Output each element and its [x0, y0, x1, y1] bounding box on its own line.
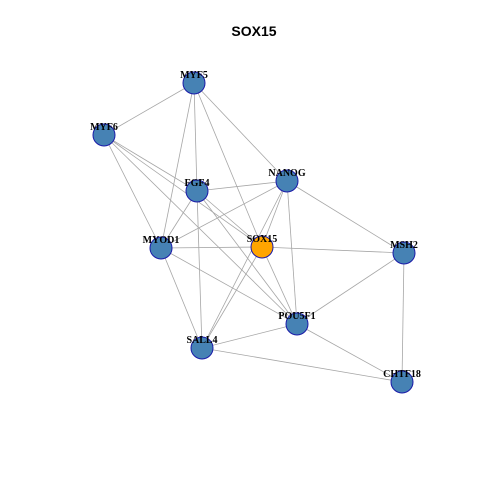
- edge-nanog-sox15: [261, 180, 288, 248]
- node-pou5f1: [285, 312, 309, 336]
- node-label-sox15: SOX15: [247, 234, 278, 245]
- node-chtf18: [390, 370, 414, 394]
- node-label-pou5f1: POU5F1: [278, 311, 315, 322]
- node-nanog: [275, 169, 299, 193]
- edge-pou5f1-sall4: [201, 323, 298, 349]
- node-label-chtf18: CHTF18: [383, 369, 421, 380]
- edge-sox15-pou5f1: [261, 246, 298, 325]
- node-label-nanog: NANOG: [268, 168, 305, 179]
- node-fgf4: [185, 179, 209, 203]
- edge-myod1-sall4: [160, 247, 203, 349]
- node-label-myod1: MYOD1: [143, 235, 180, 246]
- node-myf6: [92, 123, 116, 147]
- edge-myf5-nanog: [193, 82, 288, 182]
- edge-sox15-msh2: [261, 246, 405, 254]
- edge-nanog-pou5f1: [286, 180, 298, 325]
- edge-fgf4-pou5f1: [196, 190, 298, 325]
- edge-sall4-chtf18: [201, 347, 403, 383]
- edge-myf6-myod1: [103, 134, 162, 249]
- edge-msh2-chtf18: [401, 252, 405, 383]
- node-label-myf5: MYF5: [180, 70, 208, 81]
- node-myf5: [182, 71, 206, 95]
- node-label-msh2: MSH2: [390, 240, 418, 251]
- edge-myod1-sox15: [160, 246, 263, 249]
- edge-sox15-sall4: [201, 246, 263, 349]
- node-label-fgf4: FGF4: [185, 178, 210, 189]
- edge-myf6-pou5f1: [103, 134, 298, 325]
- edge-nanog-msh2: [286, 180, 405, 254]
- edge-myf5-fgf4: [193, 82, 198, 192]
- edge-myf5-myf6: [103, 82, 195, 136]
- edge-myf6-fgf4: [103, 134, 198, 192]
- edge-myf6-sox15: [103, 134, 263, 248]
- node-sall4: [190, 336, 214, 360]
- edge-myf5-sox15: [193, 82, 263, 248]
- edge-nanog-myod1: [160, 180, 288, 249]
- node-msh2: [392, 241, 416, 265]
- edge-fgf4-sox15: [196, 190, 263, 248]
- node-sox15: [250, 235, 274, 259]
- edge-myod1-pou5f1: [160, 247, 298, 325]
- edge-msh2-pou5f1: [296, 252, 405, 325]
- node-label-myf6: MYF6: [90, 122, 118, 133]
- edge-myf5-myod1: [160, 82, 195, 249]
- node-label-sall4: SALL4: [186, 335, 217, 346]
- edge-fgf4-nanog: [196, 180, 288, 192]
- node-myod1: [149, 236, 173, 260]
- nodes-layer: [92, 71, 416, 394]
- edge-nanog-sall4: [201, 180, 288, 349]
- edge-pou5f1-chtf18: [296, 323, 403, 383]
- graph-title: SOX15: [231, 23, 276, 39]
